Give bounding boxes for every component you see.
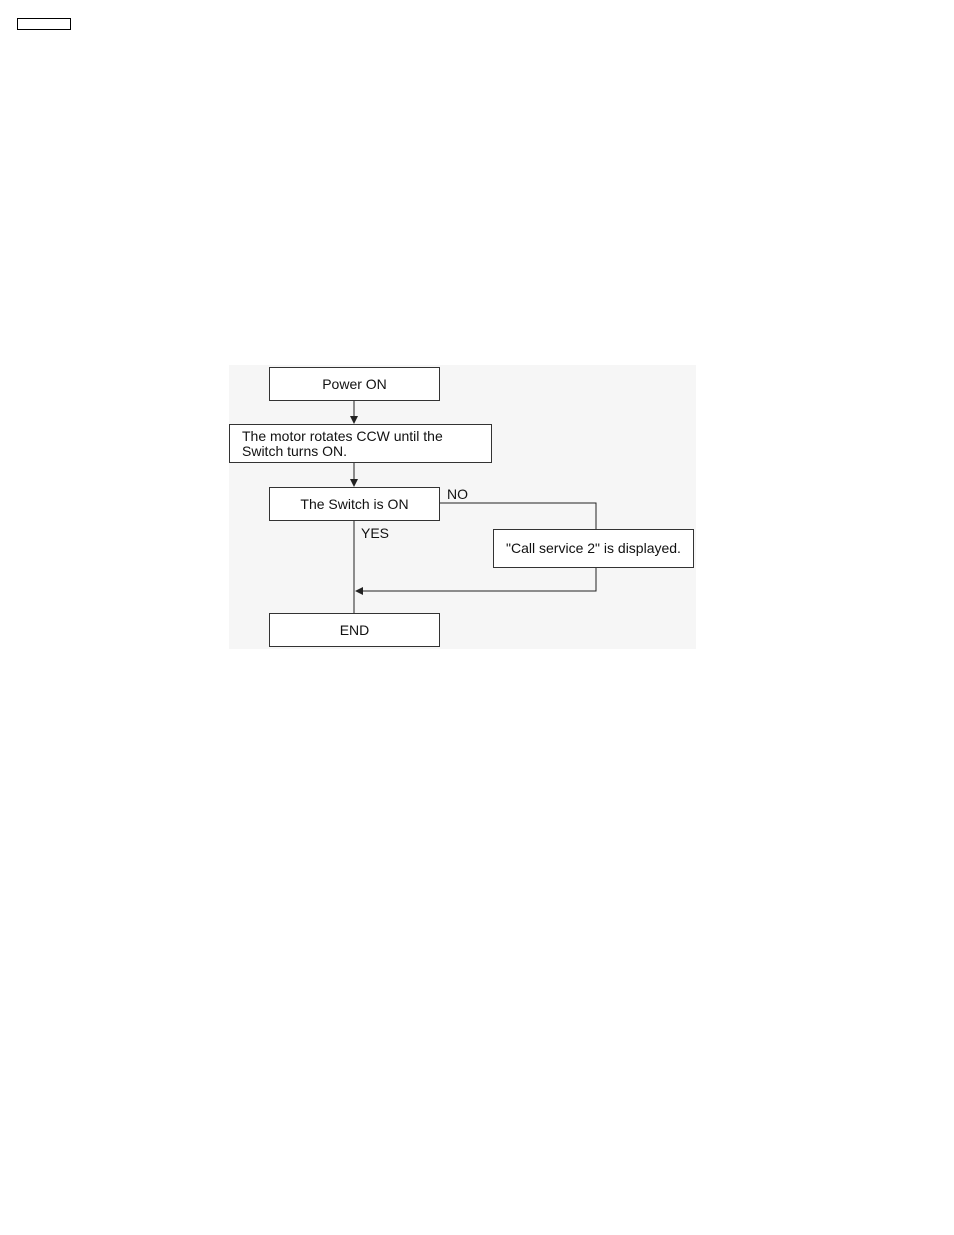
node-power-on-label: Power ON xyxy=(322,377,387,392)
node-end-label: END xyxy=(340,623,370,638)
node-switch-on-label: The Switch is ON xyxy=(300,497,408,512)
node-switch-on: The Switch is ON xyxy=(269,487,440,521)
line-no-branch xyxy=(439,503,596,530)
node-call-service: "Call service 2" is displayed. xyxy=(493,529,694,568)
node-power-on: Power ON xyxy=(269,367,440,401)
arrow-call-service-return xyxy=(356,567,596,591)
node-motor-rotates-label: The motor rotates CCW until the Switch t… xyxy=(242,429,443,459)
node-call-service-label: "Call service 2" is displayed. xyxy=(506,541,681,556)
node-end: END xyxy=(269,613,440,647)
node-motor-rotates: The motor rotates CCW until the Switch t… xyxy=(229,424,492,463)
edge-label-yes: YES xyxy=(361,526,389,540)
edge-label-no: NO xyxy=(447,487,468,501)
